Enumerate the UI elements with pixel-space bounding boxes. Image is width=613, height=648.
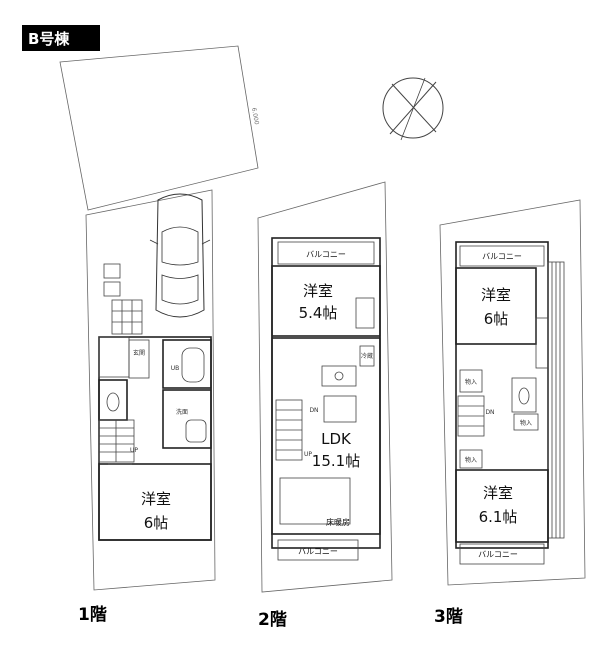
floor-1-stairs xyxy=(98,419,135,463)
toilet-room xyxy=(98,379,128,421)
floor-1-lot-outline xyxy=(85,189,216,591)
floor-3-toilet-icon xyxy=(518,387,530,405)
floor-3-lower-bedroom-name: 洋室 xyxy=(483,484,513,502)
floor-2-bedroom-name: 洋室 xyxy=(303,282,333,300)
floor-3-lot-outline xyxy=(439,199,586,586)
floor-3-bottom-balcony xyxy=(459,543,545,565)
floor-2-stairs xyxy=(275,399,303,461)
floor-3-upper-bedroom-name: 洋室 xyxy=(481,286,511,304)
fridge-label: 冷蔵 xyxy=(361,352,373,360)
floor-2-ldk-name: LDK xyxy=(321,430,352,448)
floor-2-bedroom-size: 5.4帖 xyxy=(299,304,338,322)
floor-2-lot-outline xyxy=(257,181,393,593)
floor-3-lower-bedroom xyxy=(455,469,549,543)
floor-2-plan: バルコニー 洋室 5.4帖 冷蔵 DN UP LDK 15.1帖 床暖房 xyxy=(257,181,393,593)
road-area xyxy=(59,45,259,211)
fridge-space xyxy=(359,345,375,367)
dining-table xyxy=(323,395,357,423)
floor-2-top-balcony xyxy=(277,241,375,265)
floor-2-bedroom xyxy=(271,265,381,337)
floor-3-upper-bedroom xyxy=(455,267,537,345)
floor-3-storage-2 xyxy=(513,413,539,431)
floor-3-storage-3 xyxy=(459,449,483,469)
floor-3-top-balcony-label: バルコニー xyxy=(482,252,522,261)
floor-2-ldk-size: 15.1帖 xyxy=(312,452,360,470)
floor-2-top-balcony-label: バルコニー xyxy=(306,250,346,259)
floor-3-stairs xyxy=(457,395,485,437)
genkan-area xyxy=(98,336,130,378)
floor-3-lower-bedroom-size: 6.1帖 xyxy=(479,508,518,526)
floor-1-room-size: 6帖 xyxy=(144,514,169,532)
floor-3-plan: バルコニー 洋室 6帖 物入 物入 DN 物入 洋室 6.1帖 バルコニー xyxy=(439,199,586,586)
floor-3-storage-1-label: 物入 xyxy=(465,378,477,386)
floor-1-room-name: 洋室 xyxy=(141,490,171,508)
floor-1-genkan-label: 玄関 xyxy=(133,349,145,357)
compass-icon xyxy=(382,77,444,141)
wash-basin xyxy=(185,419,207,443)
floor-3-closet-upper xyxy=(535,317,549,369)
road-width-label: 6.000 xyxy=(250,107,260,125)
floor-1-bedroom xyxy=(98,463,212,541)
entrance-approach xyxy=(103,263,143,335)
kitchen-counter xyxy=(321,365,357,387)
floor-2-ldk xyxy=(271,337,381,535)
floor-3-label: 3階 xyxy=(434,607,463,627)
floor-2-up-label: UP xyxy=(304,451,312,458)
floor-2-floor-heating-label: 床暖房 xyxy=(326,517,350,527)
floor-3-upper-bedroom-size: 6帖 xyxy=(484,310,509,328)
bathroom xyxy=(162,339,212,389)
building-badge xyxy=(22,25,100,51)
floor-1-up-label: UP xyxy=(130,447,138,454)
shoe-cabinet xyxy=(128,339,150,379)
toilet-icon xyxy=(106,392,120,412)
floor-3-side-terrace xyxy=(547,261,565,539)
floor-3-toilet xyxy=(511,377,537,413)
floor-3-dn-label: DN xyxy=(485,409,494,416)
floor-1-washroom-label: 洗面 xyxy=(176,408,188,416)
building-badge-text: B号棟 xyxy=(28,30,70,48)
floor-1-plan: 玄関 UB 洗面 UP 洋室 6帖 xyxy=(85,189,216,591)
floor-2-label: 2階 xyxy=(258,610,287,630)
washroom xyxy=(162,389,212,449)
floor-3-top-balcony xyxy=(459,245,545,267)
floor-3-storage-2-label: 物入 xyxy=(520,419,532,427)
floor-2-bottom-balcony-label: バルコニー xyxy=(298,547,338,556)
floor-2-bottom-balcony xyxy=(277,539,359,561)
sofa-area xyxy=(279,477,351,525)
bathtub xyxy=(181,347,205,383)
car-icon xyxy=(149,193,211,318)
floor-1-ub-label: UB xyxy=(171,365,180,372)
floor-2-closet xyxy=(355,297,375,329)
floor-3-bottom-balcony-label: バルコニー xyxy=(478,550,518,559)
floor-1-label: 1階 xyxy=(78,605,107,625)
floor-3-storage-1 xyxy=(459,369,483,393)
sink-icon xyxy=(334,371,344,381)
floor-2-dn-label: DN xyxy=(309,407,318,414)
floor-3-storage-3-label: 物入 xyxy=(465,456,477,464)
